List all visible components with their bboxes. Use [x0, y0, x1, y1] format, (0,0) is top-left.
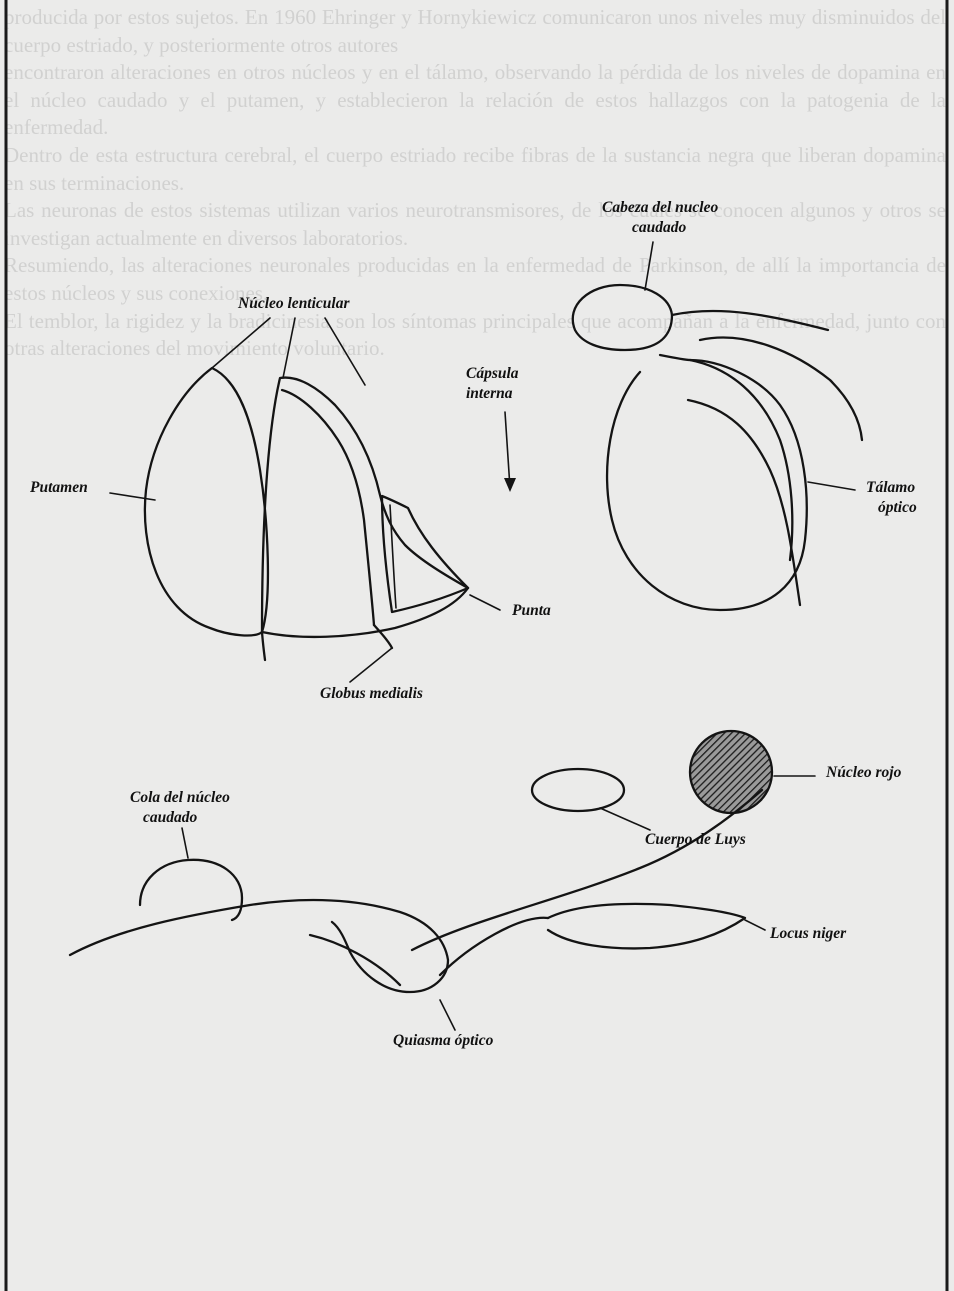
red-nucleus-shape: [690, 731, 772, 813]
label-talamo-2: óptico: [878, 499, 917, 516]
label-putamen: Putamen: [30, 479, 88, 496]
leader-punta: [470, 595, 500, 610]
label-locus-niger: Locus niger: [769, 925, 847, 942]
globus-outline: [262, 378, 468, 637]
caudate-tail-shape: [140, 860, 242, 920]
label-cabeza-nucleo-2: caudado: [632, 219, 687, 236]
leader-cabeza: [645, 242, 653, 290]
leader-lenticular-1: [212, 318, 270, 368]
leader-luys: [600, 808, 650, 830]
leader-lenticular-2: [283, 318, 295, 378]
lenticular-nucleus-drawing: [145, 368, 468, 660]
leader-putamen: [110, 493, 155, 500]
globus-lower-stem: [262, 632, 265, 660]
caudate-head-outline: [573, 285, 672, 350]
punta-inner-lamina: [390, 505, 396, 608]
leader-talamo: [808, 482, 855, 490]
leader-cola: [182, 828, 188, 858]
capsula-arrow-head: [504, 478, 516, 492]
leader-capsula: [505, 412, 510, 488]
leader-quiasma: [440, 1000, 455, 1030]
leader-locus: [745, 920, 765, 930]
thalamus-medial-curve: [688, 400, 800, 605]
label-cabeza-nucleo-1: Cabeza del nucleo: [602, 199, 718, 216]
thalamus-top-link: [660, 355, 690, 360]
label-cola-nucleo-2: caudado: [143, 809, 198, 826]
locus-niger-shape: [548, 904, 745, 948]
label-cuerpo-luys: Cuerpo de Luys: [645, 831, 746, 848]
label-capsula-1: Cápsula: [466, 365, 519, 382]
putamen-outline: [145, 368, 268, 635]
globus-inner-lamina: [282, 390, 374, 625]
locus-niger-stem: [440, 918, 548, 975]
leader-globus: [350, 648, 392, 682]
label-cola-nucleo-1: Cola del núcleo: [130, 789, 230, 806]
label-quiasma-optico: Quiasma óptico: [393, 1032, 494, 1049]
thalamus-upper-arc: [700, 338, 862, 440]
caudate-head-tail: [672, 311, 828, 330]
thalamus-drawing: [573, 285, 862, 610]
label-nucleo-lenticular: Núcleo lenticular: [237, 295, 350, 312]
midbrain-connector: [412, 790, 762, 950]
label-capsula-2: interna: [466, 385, 513, 402]
label-nucleo-rojo: Núcleo rojo: [825, 764, 902, 781]
label-punta: Punta: [512, 602, 551, 619]
thalamus-inner-curve: [690, 360, 792, 560]
label-talamo-1: Tálamo: [866, 479, 915, 496]
leader-lines: [110, 242, 855, 1030]
leader-lenticular-3: [325, 318, 365, 385]
luys-body-shape: [532, 769, 624, 811]
label-globus-medialis: Globus medialis: [320, 685, 423, 702]
